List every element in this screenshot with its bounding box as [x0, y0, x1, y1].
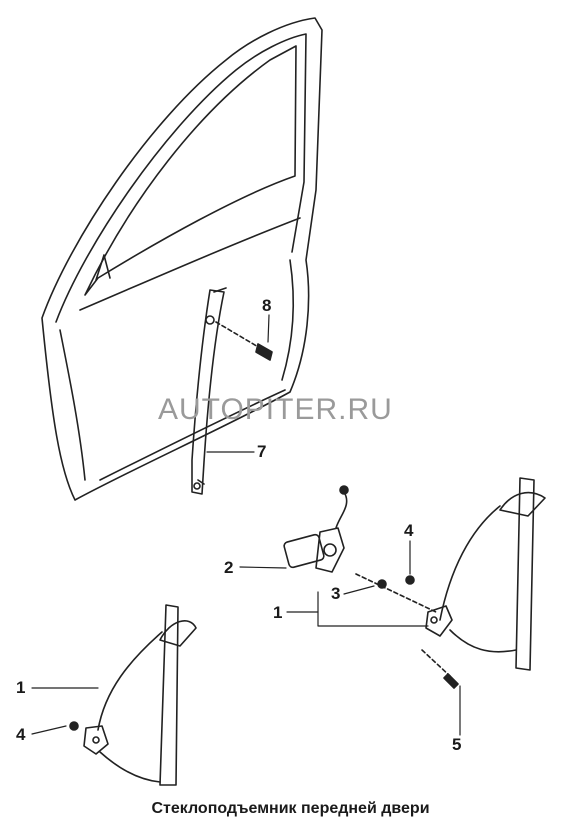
callout-5: 5 [452, 735, 462, 754]
fasteners [377, 575, 459, 689]
callout-1-left: 1 [16, 678, 26, 697]
callout-1-right: 1 [273, 603, 283, 622]
callout-4-right: 4 [404, 521, 414, 540]
leader-lines [31, 314, 461, 736]
callout-8: 8 [262, 296, 272, 315]
glass-guide-channel [191, 287, 227, 495]
callout-3: 3 [331, 584, 341, 603]
door-panel [41, 17, 323, 501]
callout-7: 7 [257, 442, 267, 461]
window-regulator-left [69, 604, 197, 786]
bolt [215, 321, 273, 361]
callout-4-left: 4 [16, 725, 26, 744]
window-motor [283, 485, 349, 573]
callout-2: 2 [224, 558, 234, 577]
diagram-caption: Стеклоподъемник передней двери [151, 800, 430, 817]
watermark: AUTOPITER.RU [158, 393, 393, 426]
window-regulator-right [355, 477, 546, 671]
